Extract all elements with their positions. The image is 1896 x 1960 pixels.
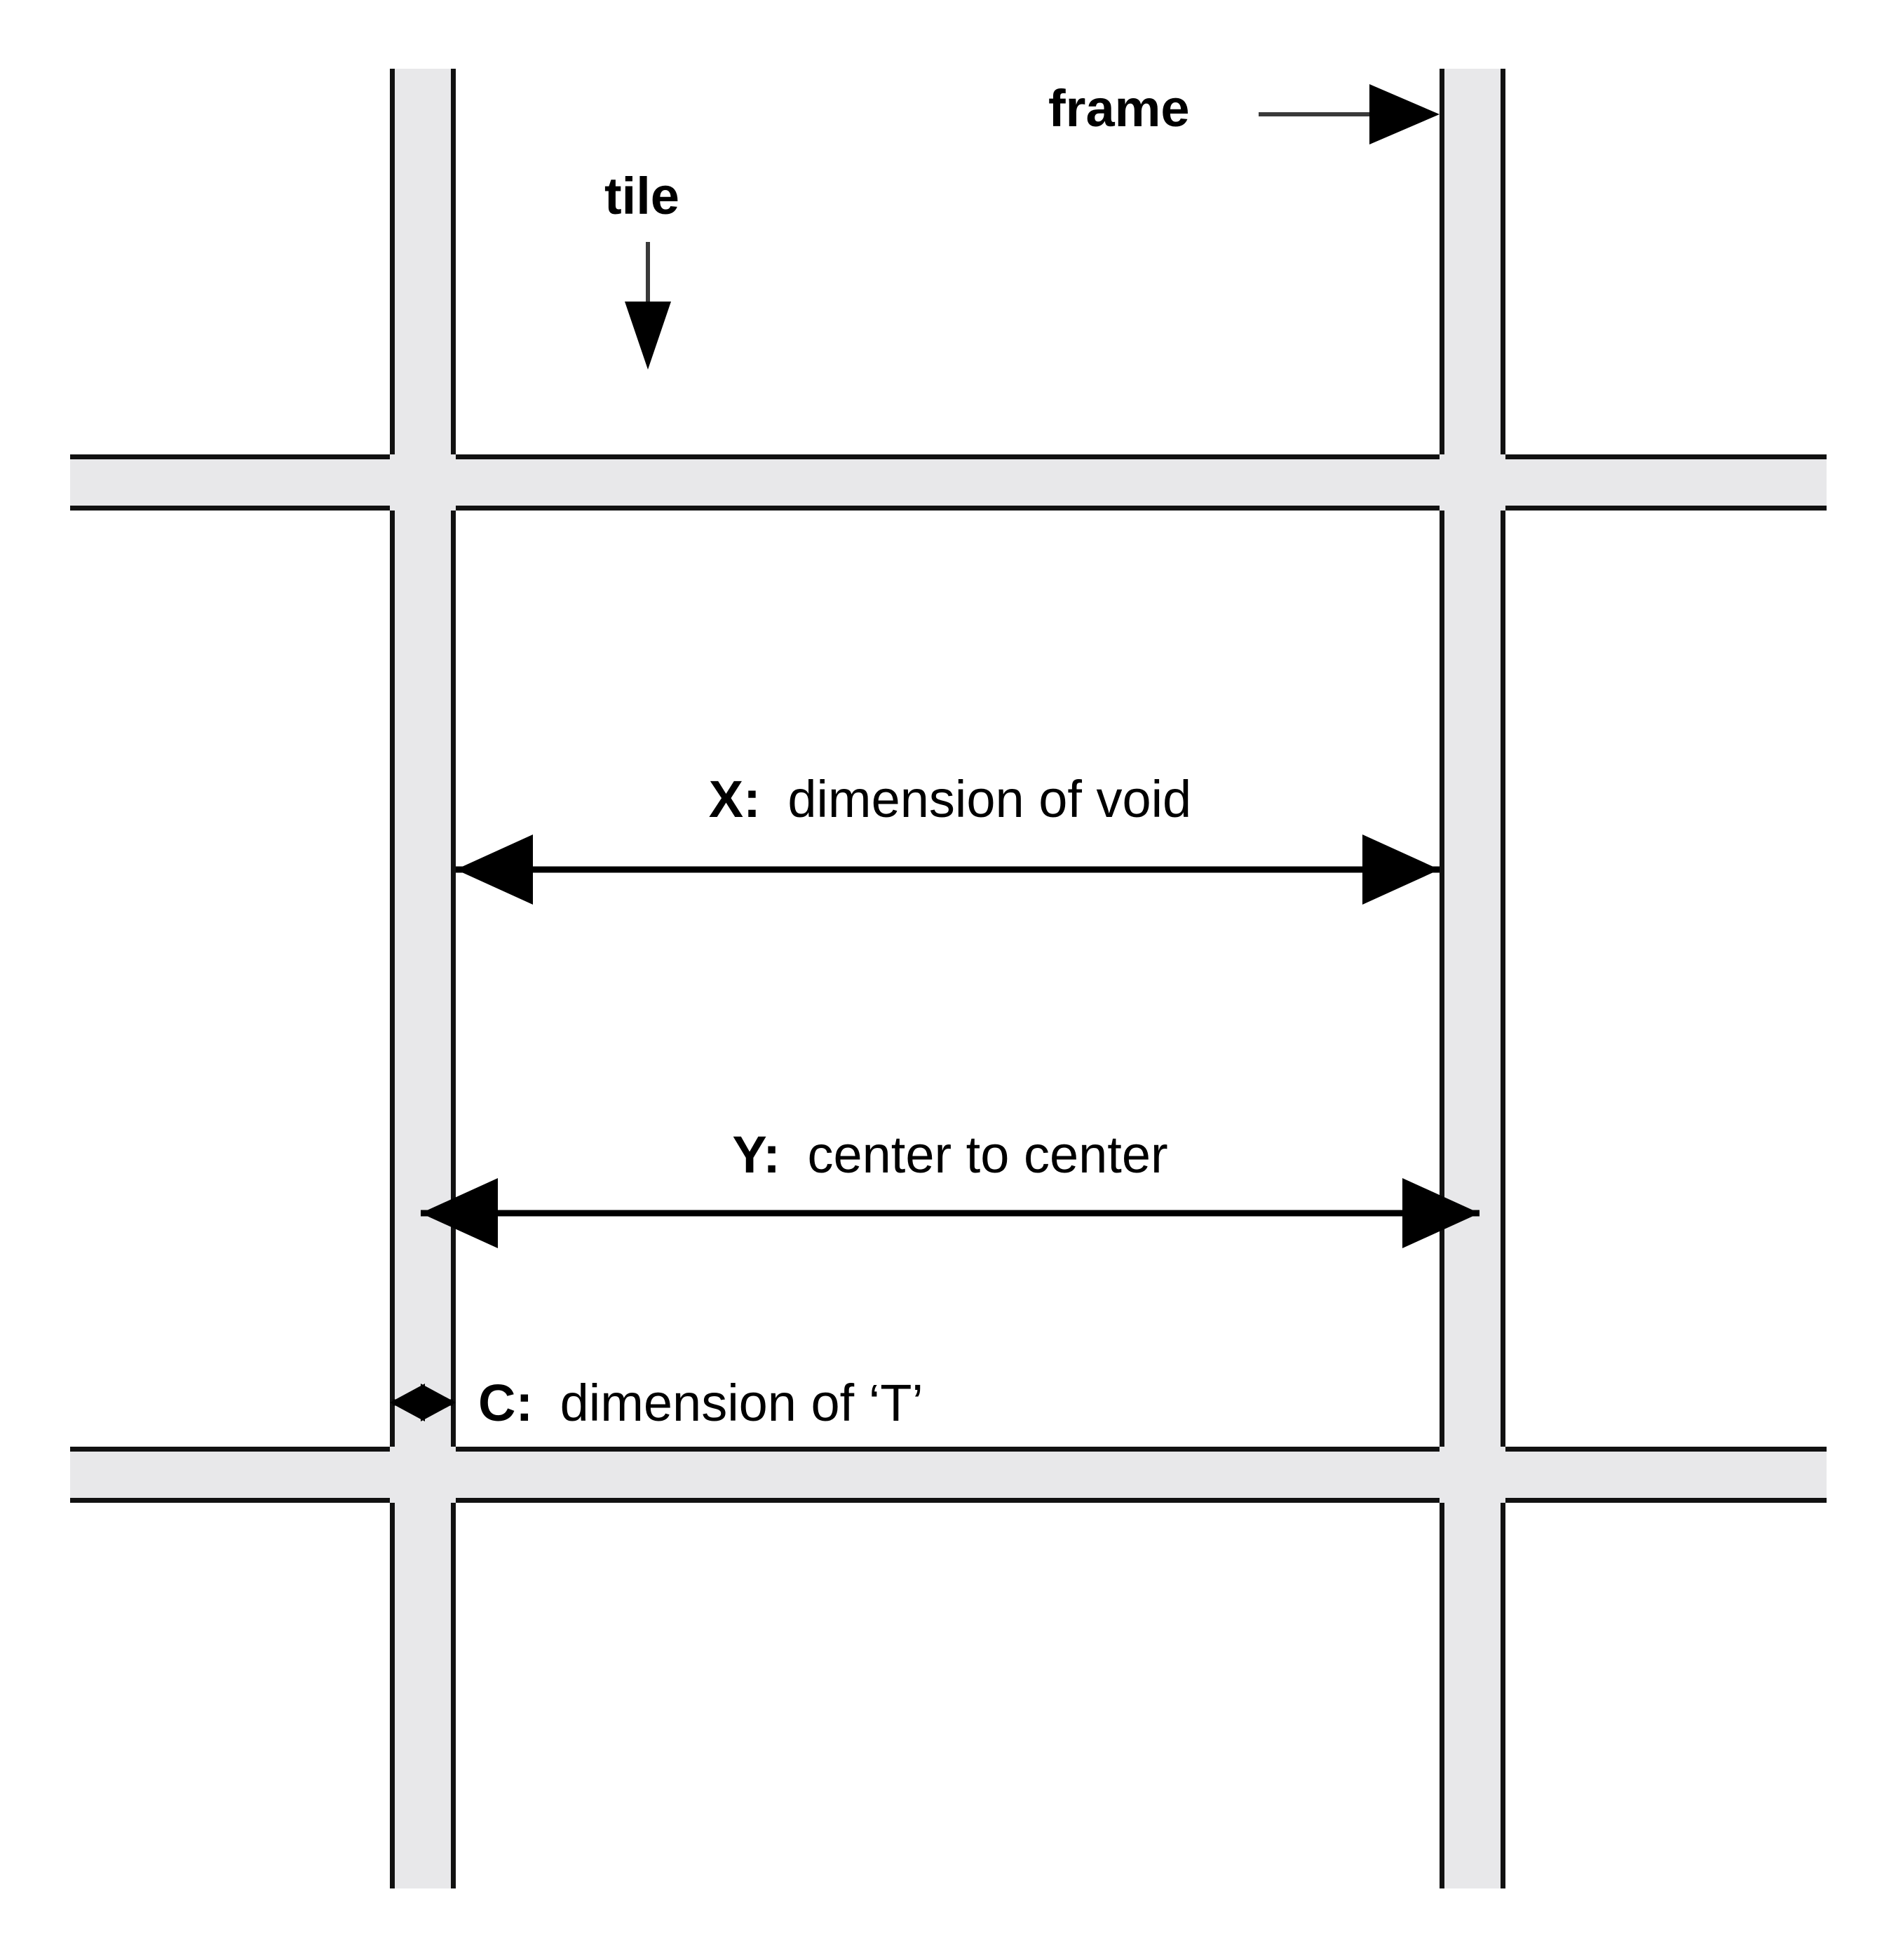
frame-bar-vertical-left (390, 69, 456, 1888)
dimension-c-arrowhead-left (390, 1384, 425, 1421)
tile-faces (70, 69, 1827, 1888)
frame-bar-horizontal-top (70, 454, 1827, 511)
frame-outlines (70, 69, 1827, 1888)
dimension-x-arrowhead-right (1362, 834, 1440, 905)
tile-callout-arrowhead (625, 302, 671, 370)
frame-bar-vertical-right (1440, 69, 1505, 1888)
dimension-y-arrowhead-left (421, 1178, 498, 1248)
dimension-x-key: X: (709, 770, 761, 828)
dimension-y-text: center to center (807, 1126, 1167, 1184)
tile-center (456, 511, 1440, 1447)
dimension-x-text: dimension of void (787, 770, 1191, 828)
frame-callout: frame (1048, 79, 1440, 144)
tile-top-center (456, 69, 1440, 454)
dimension-c-text: dimension of ‘T’ (560, 1374, 923, 1432)
tile-middle-left (70, 511, 390, 1447)
dimension-x-label: X: dimension of void (709, 770, 1191, 828)
dimension-x-arrowhead-left (456, 834, 533, 905)
dimension-c: C: dimension of ‘T’ (390, 1374, 923, 1432)
tile-middle-right (1505, 511, 1827, 1447)
dimension-y: Y: center to center (421, 1126, 1479, 1248)
dimension-y-label: Y: center to center (732, 1126, 1167, 1184)
tile-callout-label: tile (604, 167, 679, 225)
dimension-c-arrowhead-right (421, 1384, 456, 1421)
frame-grid (70, 69, 1827, 1888)
frame-callout-label: frame (1048, 79, 1190, 137)
frame-callout-arrowhead (1369, 84, 1440, 144)
tile-bottom-center (456, 1503, 1440, 1888)
dimension-y-key: Y: (732, 1126, 780, 1184)
dimension-x: X: dimension of void (456, 770, 1440, 905)
tile-callout: tile (604, 167, 679, 370)
dimension-c-label: C: dimension of ‘T’ (478, 1374, 923, 1432)
frame-bar-horizontal-bottom (70, 1447, 1827, 1503)
dimension-y-arrowhead-right (1402, 1178, 1479, 1248)
dimension-c-key: C: (478, 1374, 533, 1432)
